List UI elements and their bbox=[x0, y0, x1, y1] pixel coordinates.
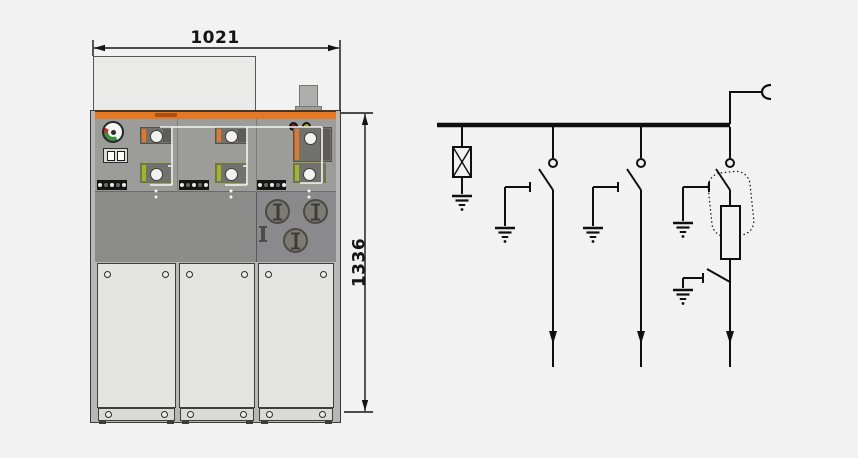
foot bbox=[325, 421, 332, 424]
brand-label bbox=[155, 113, 177, 117]
foot bbox=[182, 421, 189, 424]
cable-cover-2 bbox=[179, 263, 255, 408]
earth-actuator-3 bbox=[293, 163, 326, 183]
fuse-icon bbox=[294, 234, 297, 247]
earthing-switch bbox=[592, 182, 619, 226]
screw-icon bbox=[240, 411, 247, 418]
contact-icon bbox=[725, 158, 735, 168]
fuse-symbol-icon bbox=[261, 228, 265, 240]
bottom-strip-3 bbox=[259, 408, 333, 421]
screw-icon bbox=[104, 271, 111, 278]
earthing-switch bbox=[504, 182, 531, 226]
green-label bbox=[142, 165, 146, 181]
contact-icon bbox=[548, 158, 558, 168]
fuse-cover-2 bbox=[303, 199, 328, 224]
cable-cover-1 bbox=[97, 263, 176, 408]
mimic-indicator-strip-1 bbox=[97, 180, 127, 190]
feeder-arrow-icon bbox=[637, 331, 645, 344]
switch-blade bbox=[715, 168, 731, 191]
switch-actuator-1 bbox=[140, 127, 173, 144]
screw-icon bbox=[162, 271, 169, 278]
orange-label bbox=[142, 129, 146, 142]
screw-icon bbox=[265, 271, 272, 278]
screw-icon bbox=[187, 411, 194, 418]
load-break-feeder-2 bbox=[581, 127, 646, 367]
fuse-switch-outline bbox=[707, 170, 755, 238]
screw-icon bbox=[186, 271, 193, 278]
contact-icon bbox=[636, 158, 646, 168]
foot bbox=[167, 421, 174, 424]
screw-icon bbox=[105, 411, 112, 418]
lock-insert bbox=[163, 129, 171, 142]
earth-icon bbox=[493, 226, 517, 245]
orange-label bbox=[217, 129, 221, 142]
earth-actuator-2 bbox=[215, 163, 248, 183]
feeder-arrow-icon bbox=[726, 331, 734, 344]
green-label bbox=[217, 165, 221, 181]
orange-label bbox=[295, 129, 299, 160]
cable-cover-3 bbox=[258, 263, 334, 408]
upper-earthing-switch bbox=[682, 182, 710, 221]
fascia-divider bbox=[177, 119, 178, 192]
screw-icon bbox=[161, 411, 168, 418]
feeder-arrow-icon bbox=[549, 331, 557, 344]
foot bbox=[246, 421, 253, 424]
green-label bbox=[295, 165, 299, 181]
earth-actuator-1 bbox=[140, 163, 173, 183]
earth-icon bbox=[671, 221, 695, 240]
lock-insert bbox=[320, 129, 330, 160]
fuse-icon bbox=[276, 205, 279, 218]
position-meter bbox=[103, 148, 128, 163]
mimic-indicator-strip-2 bbox=[179, 180, 209, 190]
pressure-relief-duct bbox=[299, 85, 318, 108]
fuse-switch-actuator bbox=[293, 127, 332, 162]
fuse-cover-3 bbox=[283, 228, 308, 253]
lock-insert bbox=[238, 129, 246, 142]
switch-knob bbox=[225, 130, 238, 143]
earth-icon bbox=[450, 194, 474, 213]
switch-blade bbox=[626, 168, 642, 191]
meter-window bbox=[106, 150, 115, 161]
lower-earthing-switch bbox=[682, 273, 704, 288]
fascia-divider bbox=[256, 119, 257, 192]
pressure-gauge-icon bbox=[102, 121, 124, 143]
fuse-cover-1 bbox=[265, 199, 290, 224]
foot bbox=[261, 421, 268, 424]
bottom-strip-1 bbox=[98, 408, 175, 421]
fuse-icon bbox=[314, 205, 317, 218]
one-line-diagram bbox=[437, 83, 772, 367]
earth-icon bbox=[581, 226, 605, 245]
switch-knob bbox=[304, 132, 317, 145]
switch-blade bbox=[538, 168, 554, 191]
load-break-feeder-1 bbox=[493, 127, 558, 367]
top-accent-strip bbox=[95, 111, 336, 119]
voltage-transformer-icon bbox=[452, 146, 472, 178]
switch-knob bbox=[303, 168, 316, 181]
switch-actuator-2 bbox=[215, 127, 248, 144]
meter-window bbox=[116, 150, 125, 161]
switch-knob bbox=[150, 130, 163, 143]
screw-icon bbox=[319, 411, 326, 418]
foot bbox=[99, 421, 106, 424]
cabinet-back-panel bbox=[93, 56, 256, 111]
cable-connector-icon bbox=[760, 83, 772, 101]
screw-icon bbox=[320, 271, 327, 278]
switch-knob bbox=[150, 168, 163, 181]
fuse-icon bbox=[720, 205, 741, 260]
width-dimension-label: 1021 bbox=[190, 28, 240, 48]
lower-switch-blade bbox=[706, 268, 731, 283]
voltage-transformer-branch bbox=[450, 127, 474, 213]
height-dimension-label: 1336 bbox=[349, 237, 370, 288]
bottom-strip-2 bbox=[180, 408, 254, 421]
screw-icon bbox=[241, 271, 248, 278]
switch-knob bbox=[225, 168, 238, 181]
mimic-indicator-strip-3 bbox=[257, 180, 286, 190]
fuse-switch-feeder bbox=[671, 83, 772, 367]
screw-icon bbox=[266, 411, 273, 418]
earth-icon bbox=[671, 288, 695, 307]
